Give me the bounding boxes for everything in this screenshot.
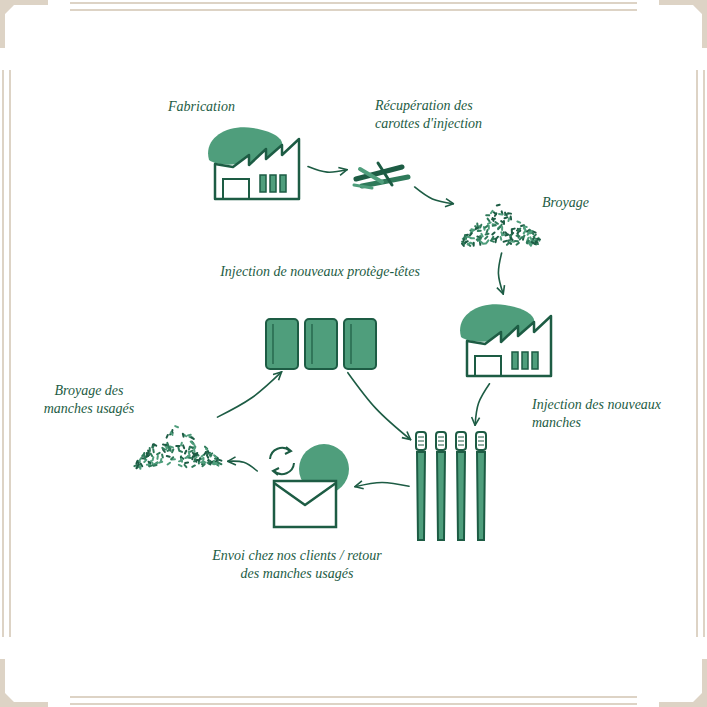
edge-label: Injection des nouveaux manches bbox=[530, 396, 684, 432]
process-step bbox=[455, 299, 555, 379]
factory-icon bbox=[208, 127, 299, 199]
toothbrush-icon bbox=[416, 432, 486, 540]
process-step: Récupération des carottes d'injection bbox=[352, 155, 410, 190]
process-step: Envoi chez nos clients / retour des manc… bbox=[262, 443, 350, 531]
frame bbox=[3, 3, 704, 704]
factory-icon bbox=[460, 304, 551, 376]
ground-plastic-icon bbox=[134, 426, 221, 469]
process-step: Injection de nouveaux protège-têtes bbox=[266, 319, 376, 369]
process-step bbox=[414, 430, 494, 542]
flow-arrow bbox=[415, 187, 454, 204]
envelope-icon bbox=[270, 444, 349, 527]
step-label: Broyage bbox=[542, 194, 589, 212]
flow-arrow bbox=[228, 461, 257, 471]
step-label: Envoi chez nos clients / retour des manc… bbox=[212, 547, 382, 583]
process-step: Broyage des manches usagés bbox=[133, 420, 223, 470]
sprue-icon bbox=[354, 163, 408, 188]
flow-arrow bbox=[308, 167, 347, 173]
flow-arrow bbox=[355, 482, 409, 486]
head-cover-icon bbox=[266, 319, 376, 369]
process-step: Fabrication bbox=[203, 122, 303, 202]
process-step: Broyage bbox=[458, 200, 543, 248]
step-label: Injection de nouveaux protège-têtes bbox=[220, 263, 420, 281]
step-label: Récupération des carottes d'injection bbox=[375, 97, 507, 133]
flow-arrow bbox=[217, 372, 281, 417]
step-label: Broyage des manches usagés bbox=[30, 382, 148, 418]
step-label: Fabrication bbox=[168, 98, 235, 116]
ground-plastic-icon bbox=[462, 205, 540, 246]
flow-arrow bbox=[475, 384, 489, 426]
flow-arrow bbox=[348, 373, 411, 440]
flow-arrow bbox=[498, 253, 503, 294]
